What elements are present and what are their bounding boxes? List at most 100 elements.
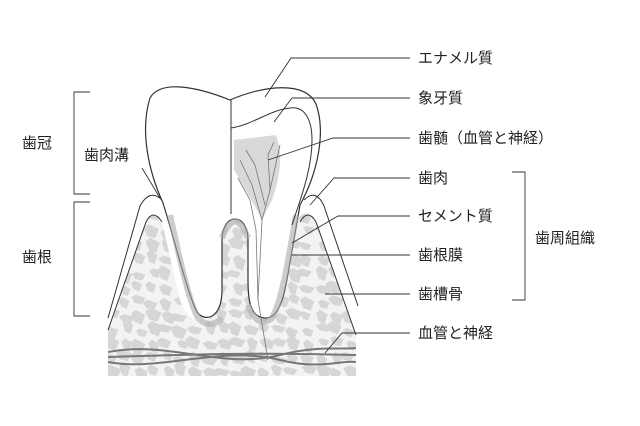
bone-texture: [286, 335, 300, 352]
bone-texture: [229, 336, 246, 348]
bone-texture: [177, 339, 190, 350]
bone-texture: [187, 366, 203, 376]
bone-texture: [243, 324, 260, 336]
bone-texture: [200, 356, 218, 366]
bone-texture: [134, 366, 148, 376]
bone-texture: [108, 352, 117, 365]
label-enamel: エナメル質: [418, 49, 494, 67]
bone-texture: [122, 320, 134, 334]
label-pulp: 歯髄（血管と神経）: [418, 129, 554, 147]
bone-texture: [329, 367, 342, 376]
bone-texture: [274, 312, 288, 325]
bone-texture: [146, 250, 158, 265]
bone-texture: [187, 325, 203, 335]
bone-texture: [232, 254, 246, 271]
bone-texture: [108, 297, 117, 311]
bone-texture: [142, 299, 158, 310]
bone-texture: [159, 297, 172, 312]
bone-texture: [298, 284, 315, 294]
bone-texture: [130, 338, 146, 355]
label-vessels-nerves: 血管と神経: [418, 324, 494, 342]
bone-texture: [317, 255, 331, 266]
label-periodontium: 歯周組織: [535, 229, 596, 247]
bone-texture: [108, 213, 117, 224]
bone-texture: [118, 296, 130, 309]
bone-texture: [163, 365, 175, 376]
bone-texture: [340, 242, 356, 255]
bone-texture: [299, 354, 314, 364]
bone-texture: [185, 335, 201, 350]
bone-texture: [130, 280, 143, 292]
bone-texture: [145, 307, 162, 322]
pulp: [234, 135, 281, 220]
label-cementum: セメント質: [418, 207, 493, 225]
bone-texture: [228, 308, 244, 319]
tooth: [107, 86, 357, 366]
bone-texture: [202, 340, 219, 350]
bone-texture: [159, 283, 173, 296]
bone-texture: [318, 338, 330, 347]
bone-texture: [327, 321, 342, 335]
bone-texture: [119, 210, 130, 226]
bone-texture: [135, 328, 148, 338]
leader-lines: [73, 57, 526, 354]
bone-texture: [157, 265, 171, 282]
bone-texture: [169, 313, 188, 323]
bone-texture: [108, 225, 119, 242]
label-crown: 歯冠: [22, 134, 53, 152]
bone-texture: [143, 224, 160, 239]
bone-texture: [257, 367, 270, 376]
bone-texture: [147, 320, 163, 337]
bone-texture: [131, 271, 146, 281]
bone-texture: [227, 321, 242, 337]
bone-texture: [229, 370, 245, 376]
bone-texture: [317, 299, 330, 310]
bone-texture: [108, 336, 120, 351]
bone-texture: [119, 361, 130, 376]
bone-texture: [216, 338, 234, 350]
bone-texture: [287, 281, 298, 296]
bone-texture: [343, 255, 356, 268]
bone-texture: [130, 309, 146, 325]
bone-texture: [156, 323, 173, 333]
bone-texture: [259, 337, 276, 350]
bone-texture: [301, 364, 317, 375]
bone-texture: [146, 364, 159, 376]
bone-texture: [282, 366, 298, 376]
bone-texture: [117, 244, 128, 253]
bone-texture: [218, 320, 230, 334]
pulp-vessels: [237, 141, 281, 361]
bone-texture: [115, 349, 132, 362]
bone-texture: [329, 311, 343, 325]
bone-texture: [108, 364, 122, 376]
bone-texture: [299, 296, 315, 311]
bone-texture: [271, 324, 286, 333]
bone-texture: [288, 293, 300, 305]
bone-texture: [246, 337, 258, 352]
bone-texture: [156, 337, 172, 349]
bone-texture: [239, 365, 257, 376]
bone-texture: [300, 253, 312, 268]
bone-texture: [286, 353, 299, 363]
bone-texture: [327, 239, 340, 254]
bone-texture: [145, 237, 160, 253]
label-gingival-sulcus: 歯肉溝: [84, 146, 130, 164]
bone-texture: [227, 269, 241, 278]
bone-texture: [285, 307, 303, 321]
label-root: 歯根: [22, 248, 53, 266]
bone-texture: [300, 311, 311, 321]
bone-texture: [327, 295, 345, 307]
vessels-nerves: [107, 347, 357, 366]
bone-texture: [131, 294, 146, 305]
label-dentin: 象牙質: [418, 89, 464, 107]
label-gingiva: 歯肉: [418, 169, 449, 187]
bone-texture: [149, 268, 162, 279]
bone-texture: [315, 265, 328, 282]
bone-texture: [108, 325, 119, 340]
bone-texture: [145, 281, 157, 293]
bone-texture: [108, 252, 120, 264]
bone-texture: [270, 364, 283, 376]
bone-texture: [108, 241, 119, 253]
bone-texture: [316, 309, 328, 325]
